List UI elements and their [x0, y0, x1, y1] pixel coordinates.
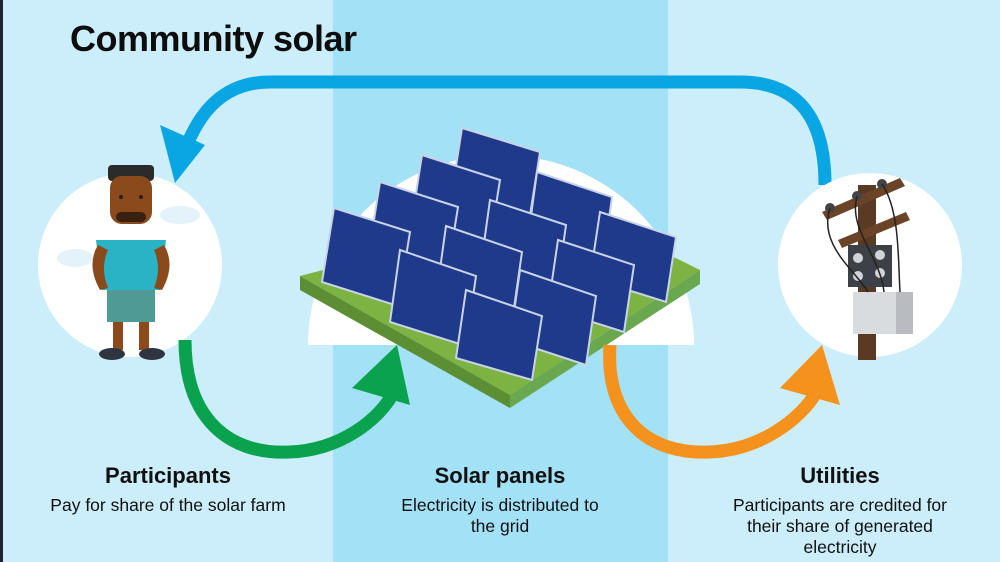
utility-pole-icon — [822, 178, 913, 360]
participants-description: Pay for share of the solar farm — [50, 495, 286, 515]
utilities-description: Participants are credited for their shar… — [733, 495, 947, 557]
participants-illustration — [38, 165, 222, 360]
arrow-participants-to-solar — [178, 339, 410, 459]
utilities-caption: Utilities Participants are credited for … — [700, 463, 980, 558]
solar-panels-description: Electricity is distributed to the grid — [401, 495, 599, 536]
participants-heading: Participants — [105, 463, 231, 488]
solar-panels-caption: Solar panels Electricity is distributed … — [340, 463, 660, 537]
arrow-solar-to-utilities — [603, 344, 840, 459]
person-icon — [92, 165, 170, 360]
utilities-heading: Utilities — [800, 463, 880, 488]
solar-panels-illustration — [300, 126, 700, 408]
participants-caption: Participants Pay for share of the solar … — [10, 463, 326, 516]
solar-panels-icon — [320, 126, 678, 382]
solar-panels-heading: Solar panels — [434, 463, 566, 488]
utilities-illustration — [778, 173, 962, 360]
diagram-title: Community solar — [70, 18, 357, 59]
arrow-utilities-to-participants — [160, 75, 832, 186]
